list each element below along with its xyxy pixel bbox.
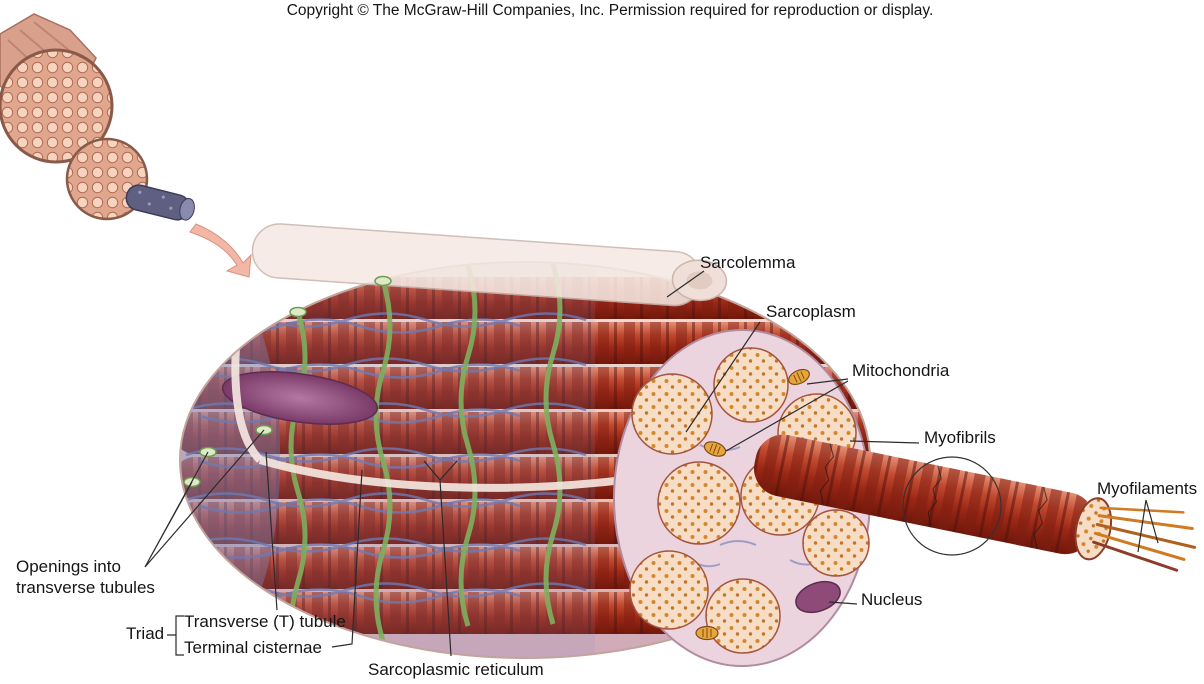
leader-sarcolemma [666, 270, 705, 298]
myofilaments-threads [1092, 506, 1197, 572]
mitochondrion [703, 441, 727, 457]
leader-nucleus [828, 601, 858, 605]
leader-sarcoplasm [685, 321, 761, 433]
extended-myofibril [754, 434, 1197, 572]
myofibril-indicator-circle [902, 456, 1002, 556]
label-sarcoplasmic-reticulum: Sarcoplasmic reticulum [368, 660, 544, 679]
leader-openings [144, 429, 265, 568]
arrow-pointer [189, 223, 252, 278]
label-nucleus: Nucleus [861, 590, 923, 609]
leader-myofibrils [849, 440, 920, 444]
label-transverse-t-tubule: Transverse (T) tubule [184, 612, 346, 631]
mitochondrion [788, 368, 810, 386]
label-mitochondria: Mitochondria [852, 361, 950, 380]
mitochondrion [695, 625, 719, 641]
label-sarcoplasm: Sarcoplasm [766, 302, 856, 321]
leader-sarcoplasmic-reticulum [423, 460, 458, 657]
muscle-bundle-inset [0, 13, 252, 278]
single-fiber-inset [125, 184, 195, 221]
leader-terminal-cisternae [331, 469, 363, 648]
sarcolemma-flap [251, 223, 728, 307]
label-triad: Triad [126, 624, 165, 643]
label-myofibrils: Myofibrils [924, 428, 996, 447]
label-terminal-cisternae: Terminal cisternae [184, 638, 322, 657]
label-myofilaments: Myofilaments [1097, 479, 1198, 498]
nucleus-left [221, 371, 379, 425]
triad-bracket [167, 615, 184, 656]
leader-mitochondria [725, 378, 849, 452]
leader-t-tubule [265, 451, 278, 611]
leader-myofilaments [1137, 499, 1159, 553]
nucleus-right [795, 580, 841, 614]
leader-lines [144, 270, 1159, 657]
label-sarcolemma: Sarcolemma [700, 253, 796, 272]
copyright-notice: Copyright © The McGraw-Hill Companies, I… [286, 2, 934, 19]
label-openings-into-transverse-tubules: Openings into transverse tubules [16, 557, 155, 598]
fascicle-bundle-cross-section [0, 48, 114, 164]
